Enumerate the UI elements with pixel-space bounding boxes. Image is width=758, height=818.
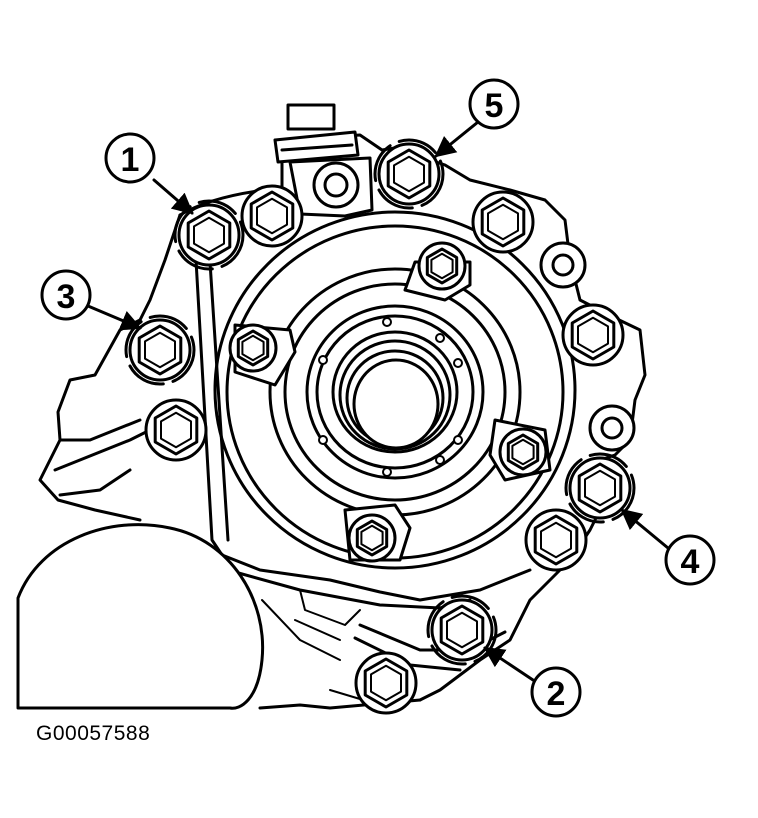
bolt-bottom — [354, 651, 418, 715]
bolt-right-chamfer — [577, 316, 609, 354]
bolt-1-chamfer — [193, 216, 225, 254]
inner-bolt-top — [417, 241, 467, 291]
bolt-1-washer — [173, 199, 245, 271]
bolt-2-chamfer — [446, 611, 478, 649]
callout-3: 3 — [40, 269, 142, 331]
callout-5-label: 5 — [485, 87, 504, 125]
inner-bolt-right — [498, 427, 548, 477]
bolt-lower-right — [524, 508, 588, 572]
bolt-left-lower — [144, 398, 208, 462]
bolt-2-washer — [426, 594, 498, 666]
bolt-1 — [173, 199, 245, 271]
bolt-left-lower-chamfer — [160, 411, 192, 449]
callout-4: 4 — [620, 508, 716, 586]
bolt-5 — [373, 138, 445, 210]
bolt-2 — [426, 594, 498, 666]
callout-5: 5 — [434, 78, 520, 158]
callout-4-label: 4 — [681, 543, 700, 581]
inner-bolt-right-chamfer — [511, 438, 535, 466]
callout-3-label: 3 — [57, 278, 76, 316]
bolt-upper-left-chamfer — [256, 197, 288, 235]
bolt-3 — [124, 314, 196, 386]
bolts — [124, 138, 636, 715]
callout-1-label: 1 — [121, 141, 140, 179]
callout-1: 1 — [104, 132, 194, 215]
callout-4-circle — [664, 534, 716, 586]
bolt-3-washer — [124, 314, 196, 386]
inner-bolt-bottom-chamfer — [360, 524, 384, 552]
bolt-lower-right-chamfer — [540, 521, 572, 559]
callout-3-circle — [40, 269, 92, 321]
inner-bolt-left — [228, 323, 278, 373]
bolt-5-chamfer — [393, 155, 425, 193]
inner-bolt-bottom — [347, 513, 397, 563]
callout-2: 2 — [483, 646, 582, 718]
callout-2-circle — [530, 666, 582, 718]
inner-bolt-left-chamfer — [241, 334, 265, 362]
callout-5-circle — [468, 78, 520, 130]
bolt-upper-right — [471, 190, 535, 254]
sensor-connector — [273, 103, 374, 218]
callout-1-circle — [104, 132, 156, 184]
right-bosses — [539, 241, 636, 452]
round-boss — [16, 523, 265, 710]
callout-2-label: 2 — [547, 675, 566, 713]
bolt-upper-left — [240, 184, 304, 248]
figure-reference-id: G00057588 — [36, 722, 151, 745]
bolt-4 — [564, 452, 636, 524]
bolt-bottom-chamfer — [370, 664, 402, 702]
bolt-5-washer — [373, 138, 445, 210]
hub-holes — [318, 317, 463, 477]
bolt-3-chamfer — [144, 331, 176, 369]
bolt-4-chamfer — [584, 469, 616, 507]
bolt-4-washer — [564, 452, 636, 524]
bolt-upper-right-chamfer — [487, 203, 519, 241]
inner-bolt-top-chamfer — [430, 252, 454, 280]
bolt-right — [561, 303, 625, 367]
